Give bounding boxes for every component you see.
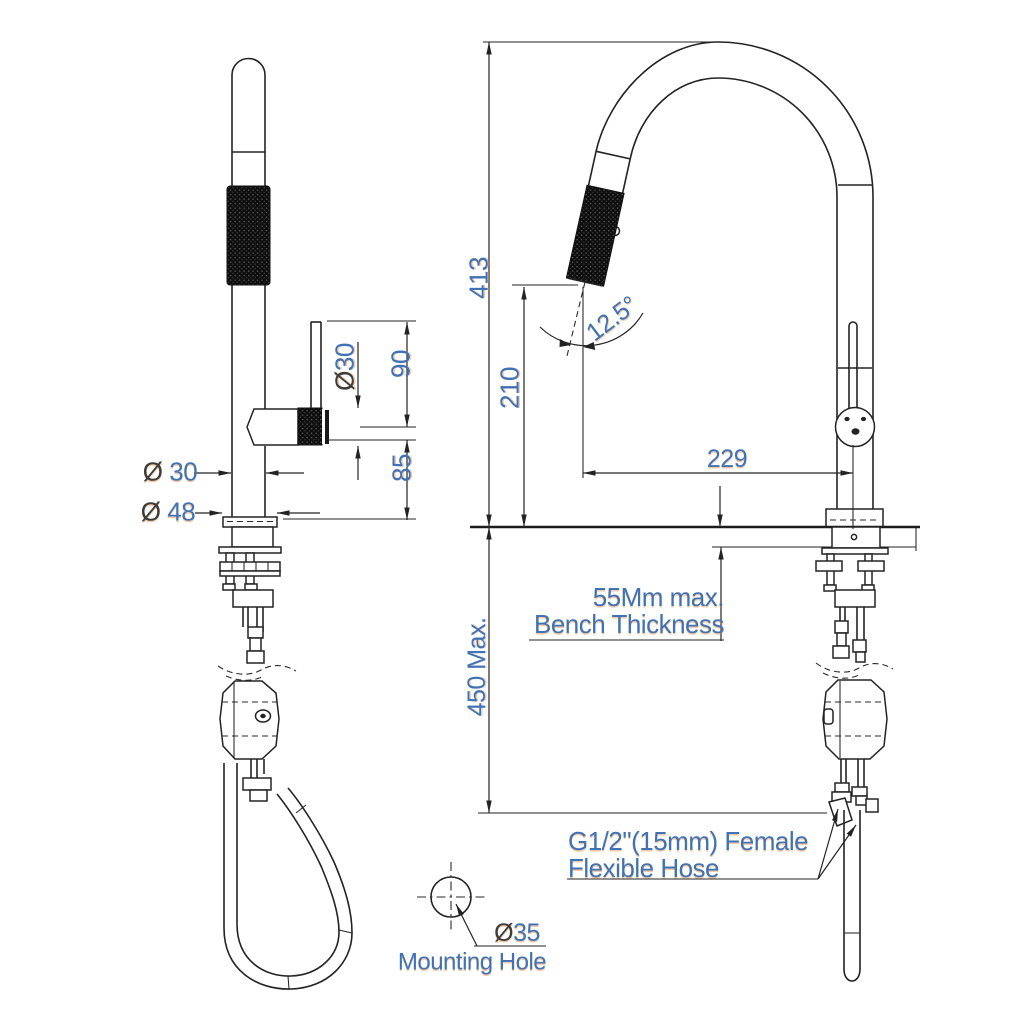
dim-body-diameter-label: Ø 30 <box>142 456 198 487</box>
front-gooseneck-inner <box>601 77 838 509</box>
side-view <box>194 57 416 990</box>
side-under-bench-assembly <box>217 526 297 802</box>
side-hose-weight <box>219 680 280 760</box>
dim-mounting-hole-diameter-label: Ø35 <box>494 918 540 947</box>
dim-90-label: 90 <box>385 350 416 378</box>
mounting-hole-label: Mounting Hole <box>397 948 547 976</box>
front-view <box>470 41 920 982</box>
side-spout-outlet <box>246 408 299 446</box>
dim-outlet-height-label: 210 <box>494 367 525 409</box>
side-knurled-grip <box>226 185 271 286</box>
side-aerator <box>297 407 323 446</box>
front-under-bench-assembly <box>815 526 894 827</box>
front-handle <box>834 321 876 448</box>
front-view-dimensions <box>478 41 857 880</box>
dim-85-label: 85 <box>386 454 417 482</box>
bench-thickness-note: 55Mm max. Bench Thickness <box>533 582 725 640</box>
side-spout-cap <box>231 57 266 76</box>
dim-aerator-diameter-label: Ø30 <box>329 343 360 391</box>
front-base-flange <box>825 508 884 528</box>
side-view-dimensions <box>194 320 416 520</box>
front-gooseneck-outer <box>567 41 874 509</box>
flexible-hose-note: G1/2"(15mm) Female Flexible Hose <box>568 826 809 884</box>
side-hose-loop <box>223 763 353 990</box>
dim-under-bench-max-label: 450 Max. <box>462 617 491 717</box>
dim-overall-height-label: 413 <box>463 257 494 299</box>
dim-base-diameter-label: Ø 48 <box>140 496 196 527</box>
front-flexible-hose <box>843 810 861 982</box>
mounting-hole-detail <box>417 862 546 947</box>
dim-spout-reach-label: 229 <box>706 444 748 473</box>
